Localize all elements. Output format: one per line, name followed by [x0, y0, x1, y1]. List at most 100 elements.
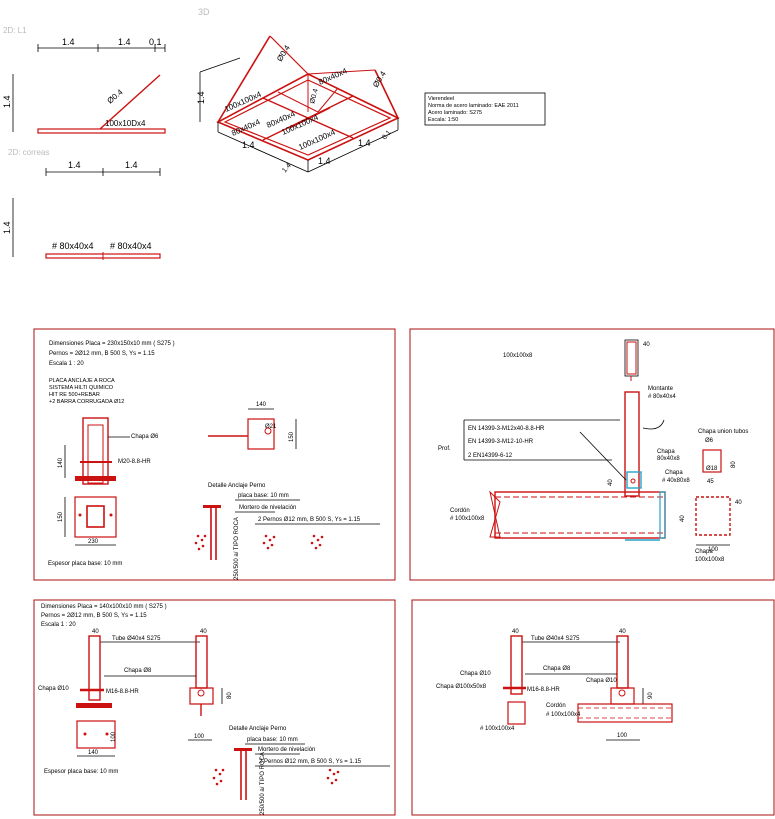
l1-elevation: 1.4 1.4 0.1 1.4 Ø0.4 100x10Dx4 [2, 37, 166, 134]
iso-dim-h: 1.4 [196, 91, 206, 104]
p3-dim: Dimensiones Placa = 140x100x10 mm ( S275… [41, 604, 167, 610]
isometric-view: 1.4 1.4 1.4 1.4 1.4 0.1 100x100x4 80x40x… [196, 35, 400, 174]
p4-d40b: 40 [619, 629, 626, 635]
p2-cordon-v: # 100x100x8 [450, 516, 485, 522]
p2-d100: 100 [708, 547, 719, 553]
iso-phi-1: Ø0.4 [275, 43, 292, 63]
dim-1-4-v2: 1.4 [2, 221, 12, 234]
p1-placa-1: PLACA ANCLAJE A ROCA [49, 378, 115, 384]
label-2d-correas: 2D: correas [8, 148, 49, 157]
p1-dim: Dimensiones Placa = 230x150x10 mm ( S275… [49, 341, 175, 347]
p1-mortero: Mortero de nivelación [239, 505, 296, 511]
label-tube-80a: # 80x40x4 [52, 241, 94, 251]
p4-d40: 40 [512, 629, 519, 635]
p2-chapa-union-v: Ø6 [705, 438, 714, 444]
p2-tube: 100x100x8 [503, 353, 533, 359]
dim-1-4-a: 1.4 [62, 37, 75, 47]
p3-mortero: Mortero de nivelación [258, 747, 315, 753]
iso-dim-1: 1.4 [242, 140, 255, 150]
p1-roca: 250/500 a/ TIPO ROCA [234, 517, 240, 580]
iso-dim-01: 0.1 [381, 129, 393, 141]
iso-dim-3: 1.4 [358, 138, 371, 148]
p1-placa-2: SISTEMA HILTI QUIMICO [49, 385, 114, 391]
label-3d: 3D [198, 7, 210, 17]
p4-d100: 100 [617, 733, 628, 739]
p3-d80: 80 [227, 692, 233, 699]
p1-pernos2: 2 Pernos Ø12 mm, B 500 S, Ys = 1.15 [258, 517, 361, 523]
p1-placa-3: HIT RE 500+REBAR [49, 392, 100, 398]
p1-detalle: Detalle Anclaje Perno [208, 483, 266, 489]
p2-mont-tube: # 80x40x4 [648, 394, 676, 400]
p1-d150: 150 [58, 511, 64, 522]
p4-m16: M16-8.8-HR [527, 687, 560, 693]
p3-d40: 40 [92, 629, 99, 635]
p2-chapa2: Chapa [665, 470, 683, 476]
p3-tube: Tube Ø40x4 S275 [112, 636, 161, 642]
p1-pernos: Pernos = 2Ø12 mm, B 500 S, Ys = 1.15 [49, 351, 155, 357]
dim-0-1: 0.1 [149, 37, 162, 47]
p4-cordon: Cordón [546, 703, 566, 709]
dim-1-4-c: 1.4 [68, 160, 81, 170]
p1-espesor: Espesor placa base: 10 mm [48, 561, 122, 567]
p4-tube100: # 100x100x4 [480, 726, 515, 732]
p2-cordon: Cordón [450, 508, 470, 514]
p2-d40: 40 [643, 342, 650, 348]
p2-chapa-v: 80x40x8 [657, 456, 680, 462]
p4-chapa10b: Chapa Ø10 [586, 678, 617, 684]
p4-chapa8: Chapa Ø8 [543, 666, 571, 672]
panel-placa-anclaje-tubo: Dimensiones Placa = 140x100x10 mm ( S275… [33, 599, 396, 816]
p1-chapa6: Chapa Ø6 [131, 434, 159, 440]
iso-dim-4: 1.4 [281, 162, 293, 174]
p3-escala: Escala 1 : 20 [41, 622, 76, 628]
correas-elevation: 1.4 1.4 1.4 # 80x40x4 # 80x40x4 [2, 160, 161, 260]
iso-phi-3: Ø0.4 [309, 88, 320, 105]
p2-chapa2-v: # 40x80x8 [662, 478, 690, 484]
p1-placa-base: placa base: 10 mm [238, 493, 289, 499]
p4-d90: 90 [648, 692, 654, 699]
p2-d40b: 40 [608, 479, 614, 486]
label-2d-l1: 2D: L1 [3, 26, 27, 35]
label-tube-80b: # 80x40x4 [110, 241, 152, 251]
p2-chapa-bot-v: 100x100x8 [695, 557, 725, 563]
p3-d140: 140 [88, 750, 99, 756]
panel-union-montante-cordon: 100x100x8 40 Montante # 80x40x4 EN 14399… [409, 328, 775, 581]
p3-m16: M16-8.8-HR [106, 689, 139, 695]
p3-chapa8: Chapa Ø8 [124, 668, 152, 674]
p3-pernos2: 2 Pernos Ø12 mm, B 500 S, Ys = 1.15 [259, 759, 362, 765]
p3-d100b: 100 [194, 734, 205, 740]
label-tube-100: 100x10Dx4 [105, 119, 146, 128]
p1-d140: 140 [58, 457, 64, 468]
p3-espesor: Espesor placa base: 10 mm [44, 769, 118, 775]
p1-d140b: 140 [256, 402, 267, 408]
legend-line-1: Vierendeel [428, 96, 454, 102]
iso-lbl-100c: 100x100x4 [297, 127, 337, 151]
iso-dim-2: 1.4 [318, 156, 331, 166]
iso-phi-2: Ø0.4 [371, 69, 388, 89]
p3-roca: 250/500 a/ TIPO ROCA [260, 752, 266, 815]
p2-d80: 80 [731, 461, 737, 468]
panel-union-tubo-cordon: 40 40 Tube Ø40x4 S275 Chapa Ø10 Chapa Ø8… [411, 599, 775, 816]
p3-pernos: Pernos = 2Ø12 mm, B 500 S, Ys = 1.15 [41, 613, 147, 619]
p3-detalle: Detalle Anclaje Perno [229, 726, 287, 732]
legend-line-3: Acero laminado: S275 [428, 110, 482, 116]
p2-prof: Prof. [438, 446, 451, 452]
dim-1-4-d: 1.4 [125, 160, 138, 170]
p2-d40d: 40 [680, 515, 686, 522]
p2-d45: 45 [707, 479, 714, 485]
p2-d18: Ø18 [706, 466, 718, 472]
p3-placa-base: placa base: 10 mm [247, 737, 298, 743]
p2-chapa: Chapa [657, 449, 675, 455]
label-phi: Ø0.4 [106, 87, 125, 105]
p3-chapa10: Chapa Ø10 [38, 686, 69, 692]
p4-chapa-plate: Chapa Ø100x50x8 [436, 684, 487, 690]
dim-1-4-v: 1.4 [2, 95, 12, 108]
legend-box: Vierendeel Norma de acero laminado: EAE … [424, 92, 546, 126]
p1-m20: M20-8.8-HR [118, 459, 151, 465]
panel-placa-anclaje-roca: Dimensiones Placa = 230x150x10 mm ( S275… [33, 328, 396, 581]
p1-d21: Ø21 [265, 424, 277, 430]
iso-lbl-80a: 80x40x4 [317, 66, 349, 87]
p2-en3: 2 EN14399-6-12 [468, 453, 513, 459]
p3-d40b: 40 [200, 629, 207, 635]
p3-d100: 100 [111, 731, 117, 742]
